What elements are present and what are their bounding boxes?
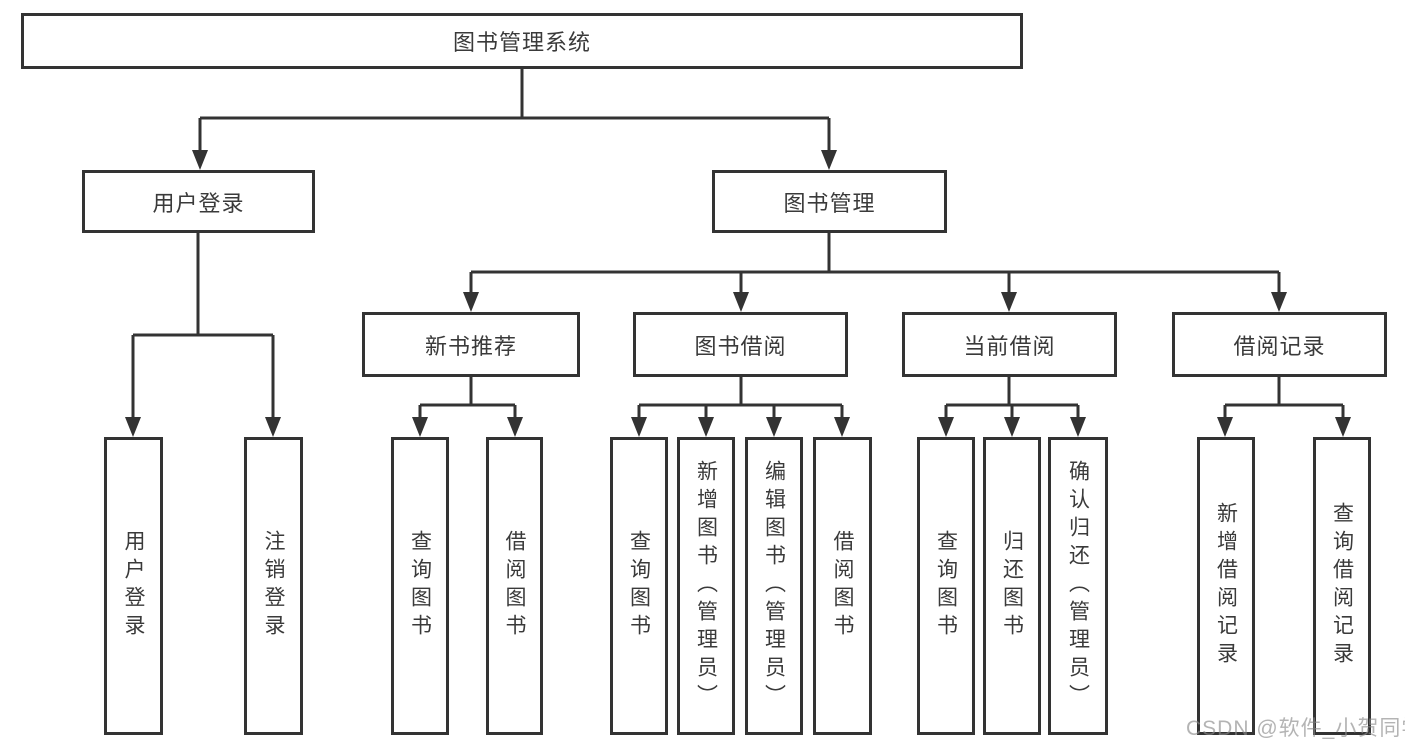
leaf-add-books-admin: 新增图书（管理员）	[677, 437, 735, 735]
leaf-add-books-admin-label: 新增图书（管理员）	[694, 460, 718, 712]
leaf-logout: 注销登录	[244, 437, 303, 735]
node-book-borrowing: 图书借阅	[633, 312, 848, 377]
leaf-query-borrow-record-label: 查询借阅记录	[1330, 502, 1354, 670]
connector-new-book-leaves	[418, 377, 517, 419]
leaf-query-books-current: 查询图书	[917, 437, 975, 735]
leaf-query-books-recommend: 查询图书	[391, 437, 449, 735]
arrowheads-level2	[192, 150, 837, 170]
node-new-book-recommendation: 新书推荐	[362, 312, 580, 377]
csdn-watermark: CSDN @软件_小贺同学	[1186, 717, 1405, 740]
node-borrowing-records: 借阅记录	[1172, 312, 1387, 377]
connector-book-borrow-leaves	[637, 377, 844, 419]
leaf-add-borrow-record: 新增借阅记录	[1197, 437, 1255, 735]
leaf-logout-label: 注销登录	[262, 530, 285, 642]
connector-user-login-leaves	[131, 233, 275, 419]
leaf-add-borrow-record-label: 新增借阅记录	[1214, 502, 1238, 670]
leaf-confirm-return-admin: 确认归还（管理员）	[1048, 437, 1108, 735]
leaf-borrow-books-label: 借阅图书	[831, 530, 854, 642]
node-library-management-system: 图书管理系统	[21, 13, 1023, 69]
leaf-confirm-return-admin-label: 确认归还（管理员）	[1066, 460, 1090, 712]
leaf-user-login: 用户登录	[104, 437, 163, 735]
node-book-management: 图书管理	[712, 170, 947, 233]
leaf-query-books-borrowing-label: 查询图书	[627, 530, 651, 642]
leaf-return-books: 归还图书	[983, 437, 1041, 735]
leaf-borrow-books-recommend-label: 借阅图书	[503, 530, 526, 642]
connector-borrow-records-leaves	[1223, 377, 1345, 419]
connector-current-borrow-leaves	[944, 377, 1080, 419]
leaf-query-books-current-label: 查询图书	[934, 530, 958, 642]
arrowheads-user-login-leaves	[125, 417, 281, 437]
arrowheads-level3	[463, 292, 1287, 312]
leaf-edit-books-admin-label: 编辑图书（管理员）	[762, 460, 786, 712]
connector-book-mgmt-to-level3	[469, 233, 1281, 294]
leaf-borrow-books-recommend: 借阅图书	[486, 437, 543, 735]
arrowheads-leaf-row	[412, 417, 1351, 437]
leaf-edit-books-admin: 编辑图书（管理员）	[745, 437, 803, 735]
node-current-borrowing: 当前借阅	[902, 312, 1117, 377]
node-user-login: 用户登录	[82, 170, 315, 233]
leaf-query-books-borrowing: 查询图书	[610, 437, 668, 735]
leaf-query-books-recommend-label: 查询图书	[408, 530, 432, 642]
leaf-return-books-label: 归还图书	[1000, 530, 1024, 642]
leaf-user-login-label: 用户登录	[122, 530, 145, 642]
connector-root-to-level2	[198, 69, 831, 152]
leaf-query-borrow-record: 查询借阅记录	[1313, 437, 1371, 735]
leaf-borrow-books: 借阅图书	[813, 437, 872, 735]
